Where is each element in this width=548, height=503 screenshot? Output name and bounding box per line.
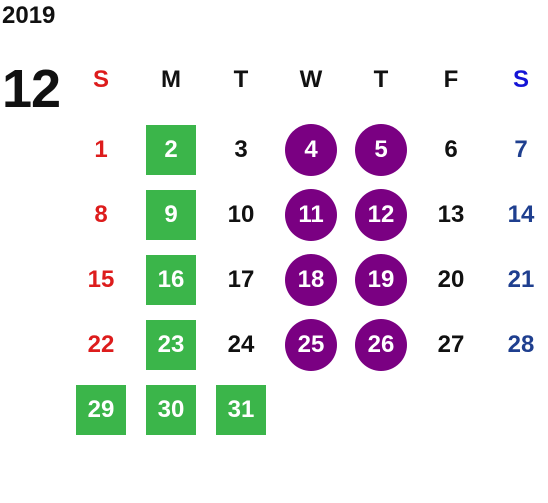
calendar-day[interactable]: 13 xyxy=(426,190,476,240)
calendar-day-label: 18 xyxy=(297,266,325,293)
calendar-year: 2019 xyxy=(2,2,56,29)
calendar-day-label: 4 xyxy=(304,136,318,163)
calendar-day-label: 31 xyxy=(227,396,255,423)
weekday-header: W xyxy=(299,66,323,93)
calendar-day-label: 21 xyxy=(507,266,535,293)
calendar-day-label: 5 xyxy=(374,136,388,163)
calendar-day[interactable]: 26 xyxy=(355,319,407,371)
calendar-day[interactable]: 25 xyxy=(285,319,337,371)
calendar-day[interactable]: 28 xyxy=(496,320,546,370)
calendar-day-label: 25 xyxy=(297,331,325,358)
calendar-day-label: 28 xyxy=(507,331,535,358)
weekday-header: T xyxy=(233,66,249,93)
calendar-day-label: 20 xyxy=(437,266,465,293)
calendar-day[interactable]: 6 xyxy=(426,125,476,175)
calendar-day-label: 30 xyxy=(157,396,185,423)
calendar-month: 12 xyxy=(2,59,61,119)
calendar-day[interactable]: 8 xyxy=(76,190,126,240)
calendar-day-label: 8 xyxy=(94,201,108,228)
calendar-day[interactable]: 31 xyxy=(216,385,266,435)
calendar-day[interactable]: 16 xyxy=(146,255,196,305)
calendar-day-label: 17 xyxy=(227,266,255,293)
calendar-day-label: 23 xyxy=(157,331,185,358)
calendar-day[interactable]: 7 xyxy=(496,125,546,175)
calendar-day[interactable]: 14 xyxy=(496,190,546,240)
calendar-day[interactable]: 3 xyxy=(216,125,266,175)
calendar-day-label: 9 xyxy=(164,201,178,228)
calendar-day-label: 7 xyxy=(514,136,528,163)
calendar-day[interactable]: 4 xyxy=(285,124,337,176)
calendar-day[interactable]: 9 xyxy=(146,190,196,240)
calendar-day-label: 1 xyxy=(94,136,108,163)
calendar-day[interactable]: 1 xyxy=(76,125,126,175)
calendar-day-label: 24 xyxy=(227,331,255,358)
calendar-day-label: 6 xyxy=(444,136,458,163)
calendar-day[interactable]: 18 xyxy=(285,254,337,306)
calendar-day-label: 22 xyxy=(87,331,115,358)
weekday-header: S xyxy=(512,66,529,93)
calendar-day[interactable]: 19 xyxy=(355,254,407,306)
calendar-day-label: 16 xyxy=(157,266,185,293)
calendar-day[interactable]: 27 xyxy=(426,320,476,370)
weekday-header: M xyxy=(161,66,181,93)
calendar-day[interactable]: 23 xyxy=(146,320,196,370)
calendar-day-label: 12 xyxy=(367,201,395,228)
weekday-header: F xyxy=(443,66,459,93)
calendar-day[interactable]: 12 xyxy=(355,189,407,241)
calendar-day[interactable]: 29 xyxy=(76,385,126,435)
calendar-day-label: 19 xyxy=(367,266,395,293)
calendar-day[interactable]: 10 xyxy=(216,190,266,240)
calendar-day-label: 10 xyxy=(227,201,255,228)
calendar-day-label: 27 xyxy=(437,331,465,358)
calendar-day-label: 29 xyxy=(87,396,115,423)
calendar-day-label: 3 xyxy=(234,136,248,163)
calendar-day-label: 15 xyxy=(87,266,115,293)
calendar-day-label: 11 xyxy=(298,201,324,228)
calendar-day[interactable]: 20 xyxy=(426,255,476,305)
calendar-day[interactable]: 2 xyxy=(146,125,196,175)
calendar-day[interactable]: 22 xyxy=(76,320,126,370)
calendar-day-label: 14 xyxy=(507,201,535,228)
calendar-day[interactable]: 30 xyxy=(146,385,196,435)
weekday-header: S xyxy=(92,66,109,93)
calendar-day-label: 13 xyxy=(437,201,465,228)
calendar-day[interactable]: 11 xyxy=(285,189,337,241)
calendar-day[interactable]: 21 xyxy=(496,255,546,305)
calendar-day-label: 2 xyxy=(164,136,178,163)
calendar-day[interactable]: 5 xyxy=(355,124,407,176)
calendar-day[interactable]: 15 xyxy=(76,255,126,305)
calendar-day[interactable]: 24 xyxy=(216,320,266,370)
calendar-day[interactable]: 17 xyxy=(216,255,266,305)
calendar-day-label: 26 xyxy=(367,331,395,358)
weekday-header: T xyxy=(373,66,389,93)
